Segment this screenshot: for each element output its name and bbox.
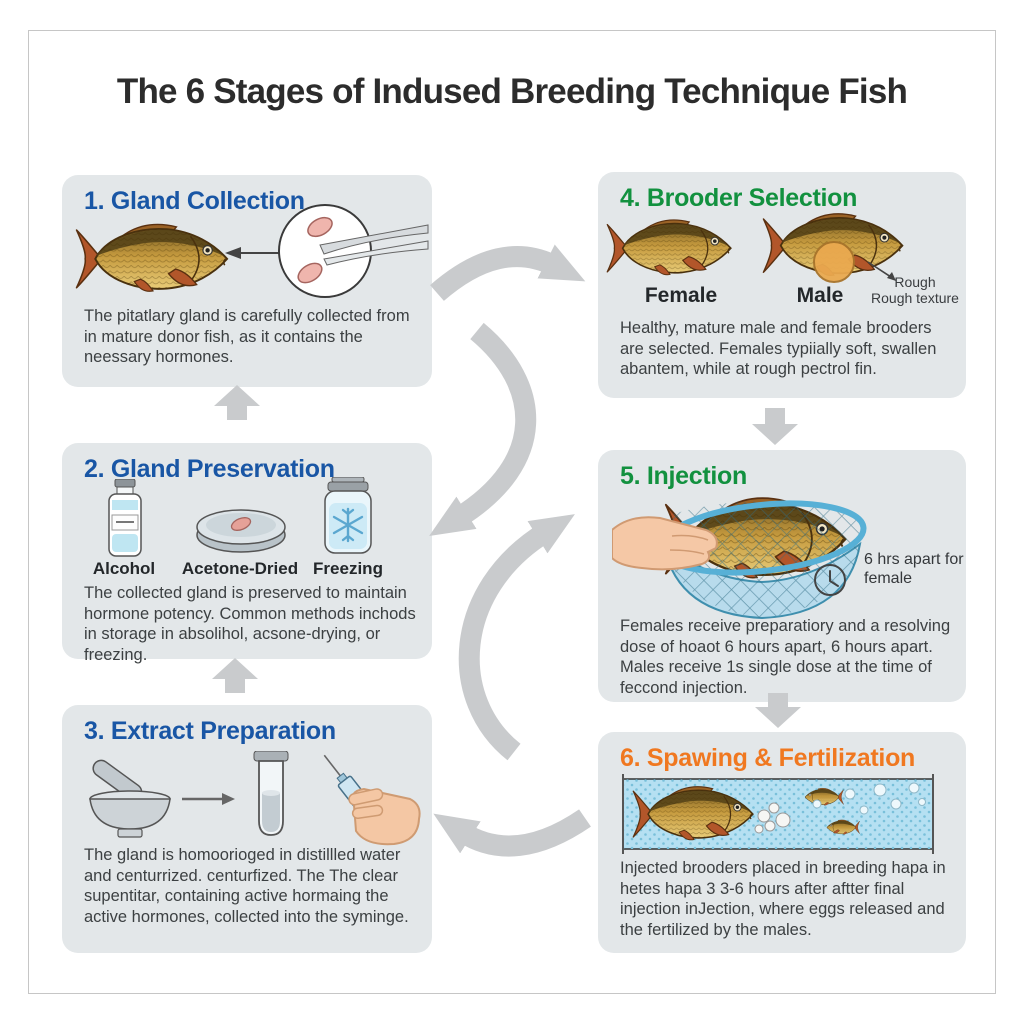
test-tube-icon <box>253 751 289 836</box>
pituitary-glands-icon <box>297 216 333 284</box>
method-label-acetone-dried: Acetone-Dried <box>181 559 299 578</box>
method-label-freezing: Freezing <box>313 559 383 578</box>
panel-5-heading: 5. Injection <box>620 462 747 490</box>
panel-5-body: Females receive preparatiory and a resol… <box>620 617 951 697</box>
female-label: Female <box>644 284 718 307</box>
panel-4-body: Healthy, mature male and female brooders… <box>620 319 937 379</box>
arrow-right-icon <box>182 793 235 805</box>
brooder-fish-illustration <box>606 212 904 283</box>
breeding-hapa-tank <box>622 774 934 854</box>
male-label: Male <box>796 284 844 307</box>
clock-icon <box>814 564 846 596</box>
panel-2-gland-preservation: 2. Gland Preservation Alcohol Acetone-Dr… <box>62 443 432 664</box>
hand-icon <box>348 787 421 846</box>
eggs-icon <box>754 802 791 834</box>
tweezers-icon <box>319 224 429 266</box>
syringe-in-hand-icon <box>323 754 421 846</box>
panel-4-heading: 4. Brooder Selection <box>620 184 858 212</box>
panel-3-heading: 3. Extract Preparation <box>84 717 336 745</box>
panel-1-heading: 1. Gland Collection <box>84 187 305 215</box>
diagram-title: The 6 Stages of Indused Breeding Techniq… <box>116 72 908 111</box>
rough-texture-annotation: Rough Rough texture <box>871 274 959 307</box>
magnifier-circle-icon <box>278 204 429 298</box>
hand-icon <box>612 516 718 571</box>
donor-fish-icon <box>75 223 229 293</box>
panel-2-body: The collected gland is preserved to main… <box>84 584 416 664</box>
mortar-pestle-icon <box>89 759 171 838</box>
female-fish-icon <box>606 219 732 276</box>
freezing-jar-icon <box>324 477 372 554</box>
snowflake-icon <box>332 507 364 543</box>
bubbles-icon <box>812 782 926 815</box>
panel-6-spawning-fertilization: 6. Spawing & Fertilization Injected broo… <box>598 732 966 953</box>
arrow-left-icon <box>225 247 279 259</box>
panel-6-body: Injected brooders placed in breeding hap… <box>620 859 946 939</box>
petri-dish-icon <box>196 509 286 553</box>
panel-1-gland-collection: 1. Gland Collection The pitatlary gland … <box>62 175 432 387</box>
panel-5-injection: 5. Injection 6 hrs apart for female Fema… <box>598 450 966 702</box>
panel-1-body: The pitatlary gland is carefully collect… <box>84 307 410 367</box>
panel-3-body: The gland is homoorioged in distillled w… <box>84 846 409 926</box>
clock-note: 6 hrs apart for female <box>864 551 964 588</box>
method-label-alcohol: Alcohol <box>92 559 156 578</box>
annotation-arrow-icon <box>867 261 896 281</box>
gland-collection-illustration <box>75 204 429 298</box>
male-fish-icon <box>762 212 904 283</box>
alcohol-vial-icon <box>108 479 142 557</box>
panel-2-heading: 2. Gland Preservation <box>84 455 335 483</box>
panel-4-brooder-selection: 4. Brooder Selection Female Male Rough R… <box>598 172 966 398</box>
net-mesh <box>660 501 864 618</box>
panel-6-heading: 6. Spawing & Fertilization <box>620 744 916 772</box>
injection-illustration <box>612 496 867 620</box>
panel-3-extract-preparation: 3. Extract Preparation The gland is homo… <box>62 705 432 953</box>
